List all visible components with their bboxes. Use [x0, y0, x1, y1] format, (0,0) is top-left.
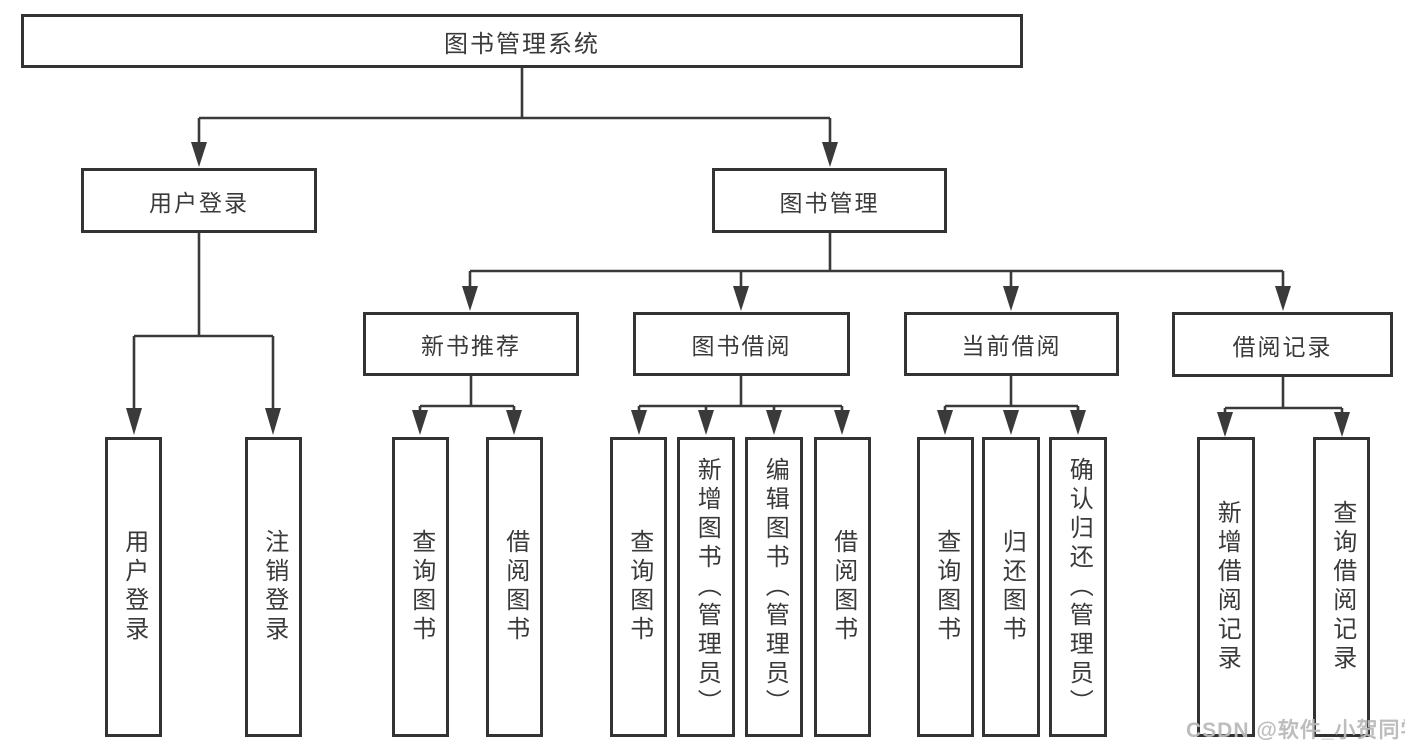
- node-new-book-recommend: 新书推荐: [363, 312, 579, 376]
- leaf-borrow-edit-books-admin-label: 编辑图书（管理员）: [761, 456, 789, 718]
- leaf-logout-label: 注销登录: [260, 529, 288, 645]
- node-user-login-label: 用户登录: [149, 189, 249, 216]
- leaf-borrow-edit-books-admin: 编辑图书（管理员）: [745, 437, 803, 737]
- connector-login-to-leaves: [126, 233, 281, 435]
- leaf-borrow-query-books-label: 查询图书: [625, 529, 653, 645]
- leaf-records-query-record: 查询借阅记录: [1313, 437, 1370, 737]
- leaf-borrow-query-books: 查询图书: [610, 437, 667, 737]
- node-book-borrow-label: 图书借阅: [691, 333, 792, 359]
- leaf-logout: 注销登录: [245, 437, 302, 737]
- leaf-newbook-borrow-books: 借阅图书: [486, 437, 543, 737]
- leaf-user-login: 用户登录: [105, 437, 162, 737]
- leaf-current-confirm-return-admin: 确认归还（管理员）: [1049, 437, 1107, 737]
- node-library-system-label: 图书管理系统: [444, 30, 600, 58]
- connector-mgmt-to-level3: [462, 233, 1291, 311]
- connector-records-to-leaves: [1217, 377, 1350, 437]
- node-current-borrow-label: 当前借阅: [961, 333, 1062, 359]
- leaf-current-query-books: 查询图书: [917, 437, 974, 737]
- leaf-borrow-add-books-admin-label: 新增图书（管理员）: [693, 456, 721, 718]
- leaf-newbook-borrow-books-label: 借阅图书: [501, 529, 529, 645]
- leaf-newbook-query-books-label: 查询图书: [407, 529, 435, 645]
- leaf-records-add-record-label: 新增借阅记录: [1213, 500, 1241, 674]
- leaf-borrow-borrow-books: 借阅图书: [814, 437, 871, 737]
- node-book-borrow: 图书借阅: [633, 312, 850, 376]
- leaf-current-return-books-label: 归还图书: [998, 529, 1026, 645]
- leaf-borrow-borrow-books-label: 借阅图书: [829, 529, 857, 645]
- connector-bookborrow-to-leaves: [631, 376, 850, 435]
- node-library-system: 图书管理系统: [21, 14, 1023, 68]
- leaf-current-return-books: 归还图书: [982, 437, 1040, 737]
- csdn-watermark: CSDN @软件_小贺同学: [1186, 719, 1405, 742]
- leaf-current-confirm-return-admin-label: 确认归还（管理员）: [1065, 456, 1093, 718]
- leaf-newbook-query-books: 查询图书: [392, 437, 449, 737]
- leaf-borrow-add-books-admin: 新增图书（管理员）: [677, 437, 735, 737]
- node-borrow-records-label: 借阅记录: [1232, 333, 1333, 360]
- node-book-management: 图书管理: [712, 168, 947, 233]
- connector-root-to-level2: [191, 68, 838, 167]
- node-new-book-recommend-label: 新书推荐: [421, 333, 521, 359]
- connector-current-to-leaves: [937, 376, 1086, 435]
- leaf-records-add-record: 新增借阅记录: [1197, 437, 1255, 737]
- connector-newbook-to-leaves: [412, 376, 522, 435]
- leaf-user-login-label: 用户登录: [120, 529, 148, 645]
- node-user-login: 用户登录: [81, 168, 317, 233]
- leaf-current-query-books-label: 查询图书: [932, 529, 960, 645]
- node-book-management-label: 图书管理: [779, 189, 880, 216]
- node-borrow-records: 借阅记录: [1172, 312, 1393, 377]
- node-current-borrow: 当前借阅: [904, 312, 1119, 376]
- leaf-records-query-record-label: 查询借阅记录: [1328, 500, 1356, 674]
